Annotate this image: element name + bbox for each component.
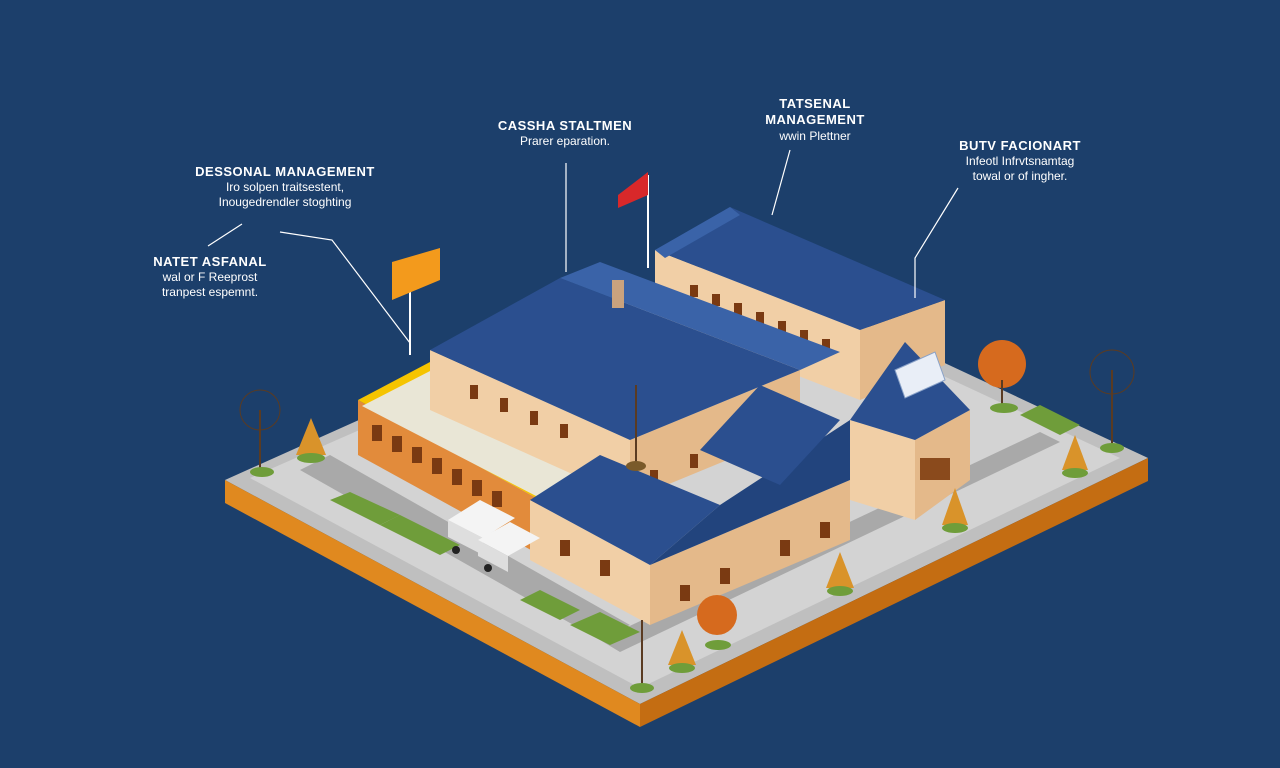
callout-natet-asfanal: NATET ASFANAL wal or F Reeprost tranpest… bbox=[120, 254, 300, 300]
callout-title: DESSONAL MANAGEMENT bbox=[195, 164, 375, 179]
callout-butv-facionart: BUTV FACIONART Infeotl Infrvtsnamtag tow… bbox=[925, 138, 1115, 184]
callout-tatsenal-management: TATSENAL MANAGEMENT wwin Plettner bbox=[740, 96, 890, 144]
vehicles bbox=[448, 500, 540, 572]
callout-line: Inougedrendler stoghting bbox=[218, 195, 352, 210]
flags bbox=[392, 172, 649, 355]
callout-line: wwin Plettner bbox=[779, 128, 851, 143]
callout-line: Iro solpen traitsestent, bbox=[225, 180, 345, 195]
tree bbox=[697, 595, 737, 650]
leader-c1 bbox=[279, 231, 411, 344]
callout-line: Prarer eparation. bbox=[519, 134, 611, 149]
callout-line: tranpest espemnt. bbox=[161, 285, 259, 300]
building-right bbox=[850, 342, 970, 520]
tree bbox=[630, 620, 654, 693]
tree bbox=[1062, 435, 1088, 478]
tree bbox=[296, 418, 326, 463]
callout-line: towal or of ingher. bbox=[972, 169, 1068, 184]
callout-title: CASSHA STALTMEN bbox=[497, 118, 633, 133]
tree bbox=[978, 340, 1026, 413]
tree bbox=[626, 385, 646, 471]
trees bbox=[239, 340, 1135, 693]
callout-title: BUTV FACIONART bbox=[959, 138, 1081, 153]
tree bbox=[942, 488, 968, 533]
callout-leaders bbox=[207, 149, 959, 344]
callout-casshа-staltmen: CASSHA STALTMEN Prarer eparation. bbox=[470, 118, 660, 149]
callout-line: Infeotl Infrvtsnamtag bbox=[965, 154, 1075, 169]
leader-c4 bbox=[771, 149, 791, 216]
callout-line: wal or F Reeprost bbox=[162, 270, 258, 285]
building-front bbox=[530, 385, 850, 625]
callout-dessonal-management: DESSONAL MANAGEMENT Iro solpen traitsest… bbox=[170, 164, 400, 210]
callout-title: NATET ASFANAL bbox=[153, 254, 267, 269]
tree bbox=[668, 630, 696, 673]
tree bbox=[826, 552, 854, 596]
callout-title: TATSENAL MANAGEMENT bbox=[765, 96, 865, 128]
leader-c2 bbox=[207, 223, 243, 247]
tree bbox=[1089, 349, 1135, 453]
tree bbox=[239, 389, 281, 477]
leader-c5 bbox=[914, 187, 959, 298]
